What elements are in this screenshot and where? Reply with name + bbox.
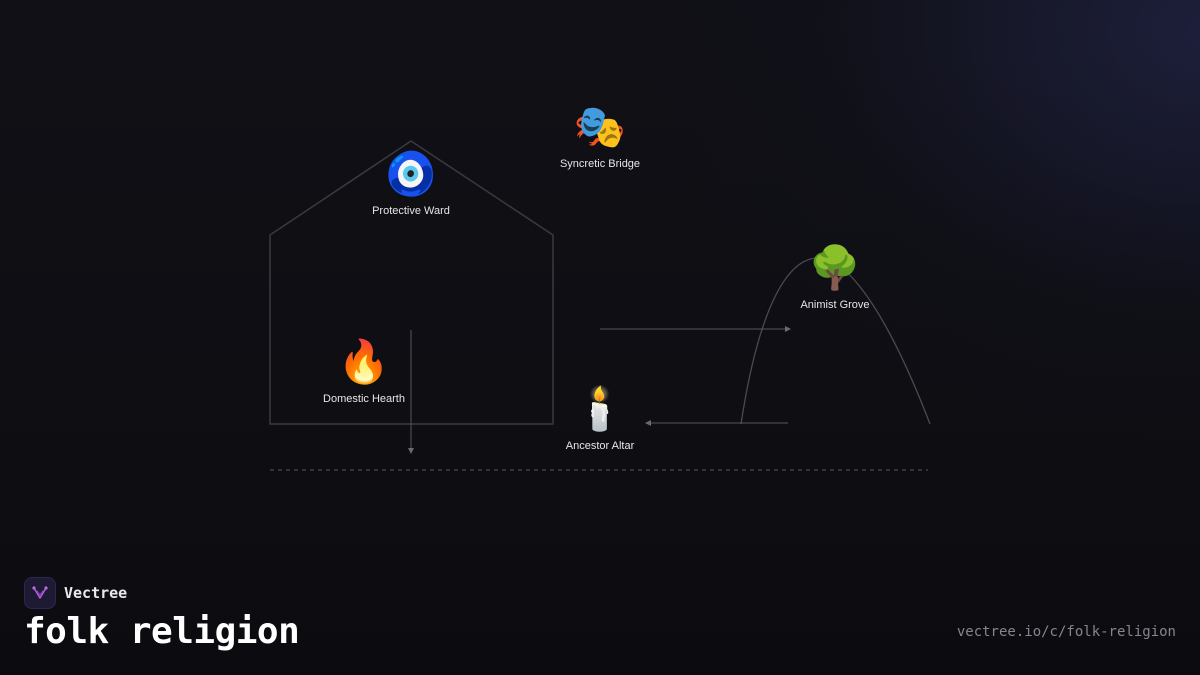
brand-name: Vectree: [64, 584, 128, 602]
house-outline: [269, 140, 554, 425]
theater-masks-icon: 🎭: [573, 102, 627, 151]
node-ancestor-altar[interactable]: 🕯️ Ancestor Altar: [566, 384, 634, 452]
page-url[interactable]: vectree.io/c/folk-religion: [956, 624, 1176, 640]
node-label: Animist Grove: [800, 299, 870, 311]
node-protective-ward[interactable]: 🧿 Protective Ward: [372, 149, 450, 217]
vectree-fork-icon: [24, 577, 56, 609]
node-label: Syncretic Bridge: [559, 158, 641, 170]
page-title: folk religion: [24, 611, 300, 652]
grove-arch-curve: [740, 257, 931, 425]
node-domestic-hearth[interactable]: 🔥 Domestic Hearth: [323, 337, 405, 405]
nazar-amulet-icon: 🧿: [384, 149, 438, 198]
node-label: Ancestor Altar: [565, 440, 635, 452]
brand[interactable]: Vectree: [24, 577, 127, 609]
candle-icon: 🕯️: [573, 384, 627, 433]
node-label: Protective Ward: [372, 205, 450, 217]
node-label: Domestic Hearth: [323, 393, 405, 405]
node-syncretic-bridge[interactable]: 🎭 Syncretic Bridge: [560, 102, 640, 170]
node-animist-grove[interactable]: 🌳 Animist Grove: [800, 243, 869, 311]
fire-icon: 🔥: [337, 337, 391, 386]
tree-icon: 🌳: [808, 243, 862, 292]
